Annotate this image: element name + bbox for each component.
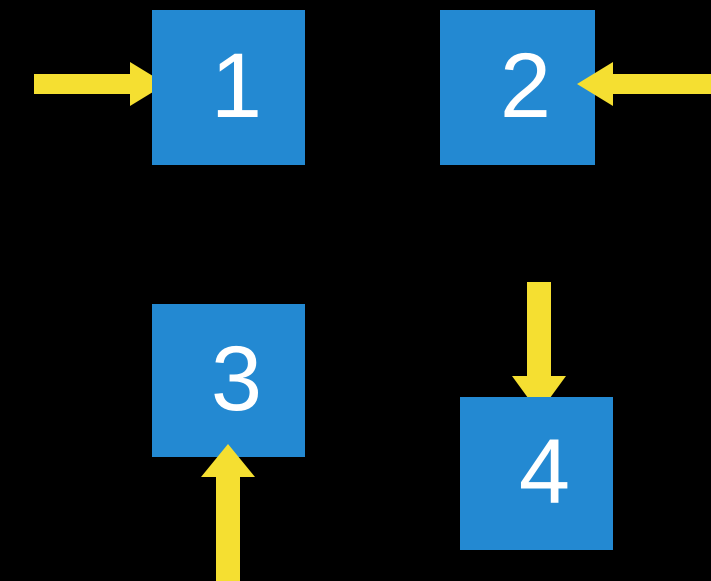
node-1-label: 1 <box>210 34 263 137</box>
node-4-label: 4 <box>518 420 571 523</box>
node-4[interactable]: 4 <box>460 397 613 550</box>
arrow-into-node-2-icon <box>577 58 711 112</box>
arrow-into-node-4-icon <box>512 282 566 413</box>
node-3[interactable]: 3 <box>152 304 305 457</box>
node-1[interactable]: 1 <box>152 10 305 165</box>
node-2-label: 2 <box>499 34 552 137</box>
arrow-into-node-3-icon <box>201 444 255 581</box>
node-2[interactable]: 2 <box>440 10 595 165</box>
node-3-label: 3 <box>210 327 263 430</box>
arrow-into-node-1-icon <box>34 58 166 112</box>
